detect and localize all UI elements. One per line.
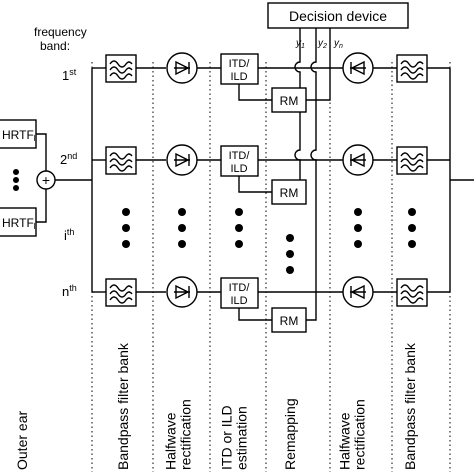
band-label-nth: nth: [62, 283, 77, 299]
stage-label: Outer ear: [14, 411, 30, 470]
hrtf-bottom-label: HRTFl: [2, 216, 36, 231]
band-label: band:: [40, 39, 70, 53]
stage-separators: [91, 62, 451, 472]
output-yn-label: yn: [333, 38, 343, 50]
stage-label-line: rectification: [178, 399, 194, 470]
frequency-label: frequency: [34, 25, 87, 39]
halfwave-rectifier-icon: [166, 144, 198, 176]
itd-ild-label: ILD: [230, 295, 247, 307]
ellipsis-dots: [122, 208, 416, 274]
band-rows: ITD/ILD RM ITD/ILD RM ITD/ILD RM: [105, 52, 474, 333]
decision-device-label: Decision device: [289, 8, 387, 24]
stage-label-line: Halfwave: [337, 412, 353, 470]
bandpass-filter-icon: [396, 54, 428, 83]
halfwave-rectifier-icon: [166, 52, 198, 84]
stage-label: Bandpass filter bank: [115, 342, 131, 470]
bandpass-filter-icon: [396, 278, 428, 307]
stage-label: Bandpass filter bank: [402, 342, 418, 470]
output-y1-label: y1: [295, 38, 305, 50]
decision-device: Decision device: [267, 2, 409, 29]
band-row-2nd: ITD/ILD RM: [105, 144, 450, 205]
itd-ild-estimator: ITD/ILD: [220, 145, 259, 177]
band-row-1st: ITD/ILD RM: [105, 52, 450, 113]
band-label-2nd: 2nd: [60, 151, 77, 167]
stage-label-line: Bandpass filter bank: [402, 342, 418, 470]
itd-ild-estimator: ITD/ILD: [220, 53, 259, 85]
output-wires: [294, 28, 331, 321]
itd-ild-label: ITD/: [229, 282, 251, 294]
stage-label-line: estimation: [234, 406, 250, 470]
rm-label: RM: [280, 314, 299, 328]
rm-label: RM: [280, 94, 299, 108]
stage-label-line: rectification: [352, 399, 368, 470]
halfwave-rectifier-icon: [342, 52, 374, 84]
output-y2-label: y2: [317, 38, 327, 50]
itd-ild-label: ILD: [230, 71, 247, 83]
stage-label-line: Bandpass filter bank: [115, 342, 131, 470]
halfwave-rectifier-icon: [342, 144, 374, 176]
stage-label-line: Outer ear: [14, 411, 30, 470]
stage-label-line: Remapping: [282, 398, 298, 470]
itd-ild-label: ILD: [230, 163, 247, 175]
remapping-block: RM: [271, 307, 307, 333]
band-labels: 1st 2nd ith nth: [60, 67, 77, 299]
remapping-block: RM: [271, 179, 307, 205]
bandpass-filter-icon: [105, 146, 137, 175]
halfwave-rectifier-icon: [166, 276, 198, 308]
band-row-nth: ITD/ILD RM: [105, 276, 450, 333]
band-label-ith: ith: [64, 227, 74, 243]
outer-ear: HRTFl HRTFl +: [0, 68, 93, 292]
remapping-block: RM: [271, 87, 307, 113]
itd-ild-estimator: ITD/ILD: [220, 277, 259, 309]
itd-ild-label: ITD/: [229, 58, 251, 70]
bandpass-filter-icon: [105, 54, 137, 83]
hrtf-top-label: HRTFl: [2, 128, 36, 143]
itd-ild-label: ITD/: [229, 150, 251, 162]
sum-symbol: +: [42, 172, 50, 188]
rm-label: RM: [280, 186, 299, 200]
bandpass-filter-icon: [105, 278, 137, 307]
output-labels: y1 y2 yn: [295, 38, 343, 50]
band-label-1st: 1st: [62, 67, 77, 83]
stage-label-line: Halfwave: [163, 412, 179, 470]
stage-label: Remapping: [282, 398, 298, 470]
bandpass-filter-icon: [396, 146, 428, 175]
stage-label-line: ITD or ILD: [219, 405, 235, 470]
halfwave-rectifier-icon: [342, 276, 374, 308]
